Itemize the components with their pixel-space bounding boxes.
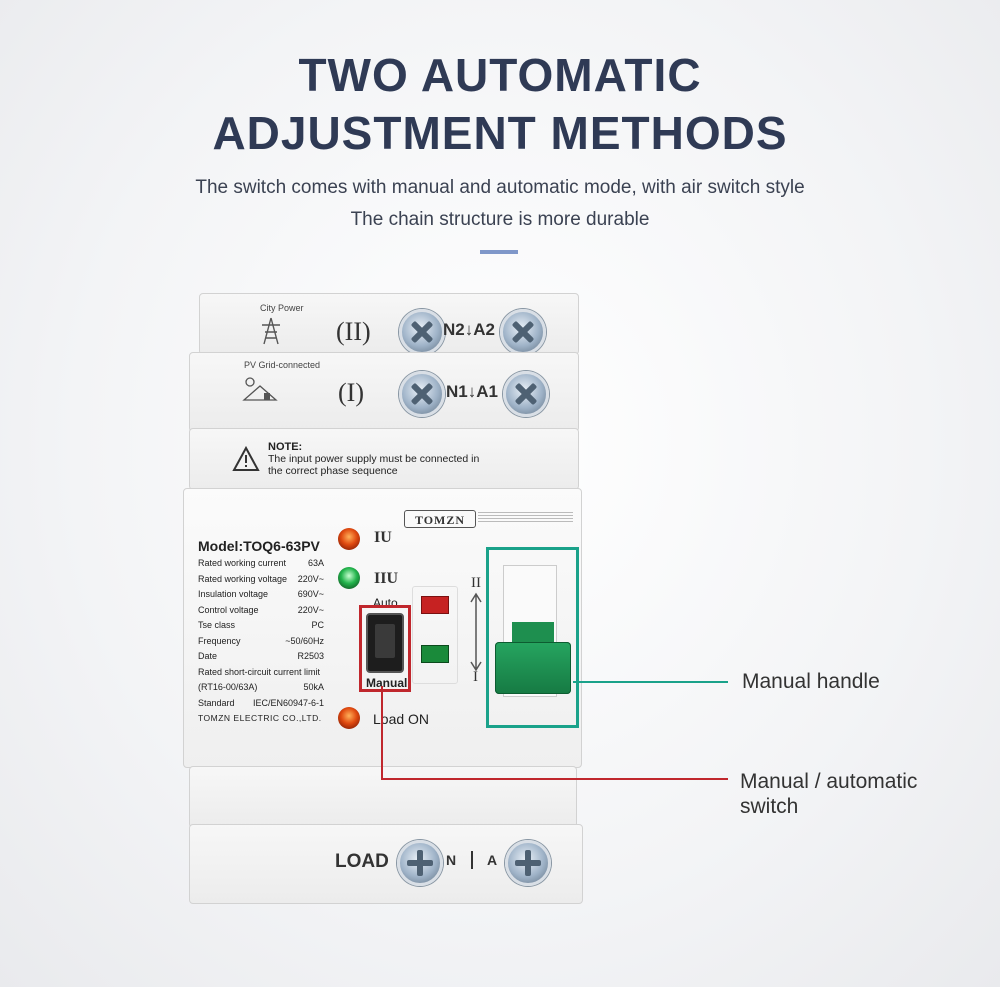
note-line-1: The input power supply must be connected… <box>268 453 480 465</box>
top-terminal-label: N2↓A2 <box>443 320 495 339</box>
spec-row: (RT16-00/63A)50kA <box>198 682 324 692</box>
shortcircuit-line-1: Rated short-circuit current limit <box>198 666 321 677</box>
mid-right-screw-icon <box>503 371 549 417</box>
brand-text: TOMZN <box>414 513 466 527</box>
load-left-screw-icon <box>397 840 443 886</box>
subtitle-line-1: The switch comes with manual and automat… <box>195 177 805 198</box>
load-n-label: N <box>446 852 457 868</box>
roman-one-mark: (I) <box>338 378 364 407</box>
load-arrow <box>471 851 473 869</box>
switch-callout-vertical <box>381 686 383 779</box>
heading-line-1: TWO AUTOMATIC <box>298 49 702 101</box>
load-on-led <box>338 707 360 729</box>
switch-callout-line-2: switch <box>740 795 799 818</box>
city-power-label: City Power <box>260 303 304 313</box>
brand-stripes <box>478 512 573 524</box>
mode-selector-switch[interactable] <box>366 613 404 673</box>
load-label: LOAD <box>335 851 389 872</box>
heading-line-2: ADJUSTMENT METHODS <box>212 107 788 159</box>
pylon-icon <box>262 317 280 345</box>
handle-callout-text: Manual handle <box>742 670 880 693</box>
switch-callout-horizontal <box>381 778 728 780</box>
mini-led-panel <box>412 586 458 684</box>
indicator-iu-led <box>338 528 360 550</box>
manual-label: Manual <box>366 676 408 690</box>
mode-selector-highlight <box>359 605 411 692</box>
brand-badge: TOMZN <box>404 510 476 528</box>
roman-two-mark: (II) <box>336 317 371 346</box>
switch-callout-line-1: Manual / automatic <box>740 770 918 793</box>
mid-left-screw-icon <box>399 371 445 417</box>
mid-terminal-label: N1↓A1 <box>446 382 498 401</box>
lower-plate <box>189 766 577 828</box>
indicator-iu-label: IU <box>374 529 392 546</box>
load-a-label: A <box>487 852 498 868</box>
warning-icon <box>232 446 260 471</box>
handle-callout-line <box>573 681 728 683</box>
subtitle-line-2: The chain structure is more durable <box>350 209 650 230</box>
selector-knob <box>375 624 395 658</box>
note-plate <box>189 428 579 490</box>
load-right-screw-icon <box>505 840 551 886</box>
note-line-2: the correct phase sequence <box>268 465 398 477</box>
handle-position-one: I <box>473 669 478 685</box>
indicator-iiu-label: IIU <box>374 570 399 587</box>
accent-divider <box>480 250 518 254</box>
solar-house-icon <box>242 377 278 401</box>
model-text: Model:TOQ6-63PV <box>198 538 320 554</box>
manual-handle[interactable] <box>495 642 571 694</box>
handle-arrow-icon <box>470 592 482 672</box>
note-title: NOTE: <box>268 441 303 453</box>
mini-led-green <box>421 645 449 663</box>
mini-led-red <box>421 596 449 614</box>
spec-row: Frequency~50/60Hz <box>198 635 324 646</box>
handle-highlight-box <box>486 547 579 728</box>
handle-position-two: II <box>471 575 481 591</box>
pv-label: PV Grid-connected <box>244 360 321 370</box>
top-right-screw-icon <box>500 309 546 355</box>
top-left-screw-icon <box>399 309 445 355</box>
indicator-iiu-led <box>338 567 360 589</box>
maker-text: TOMZN ELECTRIC CO.,LTD. <box>198 713 322 723</box>
load-on-label: Load ON <box>373 711 430 727</box>
